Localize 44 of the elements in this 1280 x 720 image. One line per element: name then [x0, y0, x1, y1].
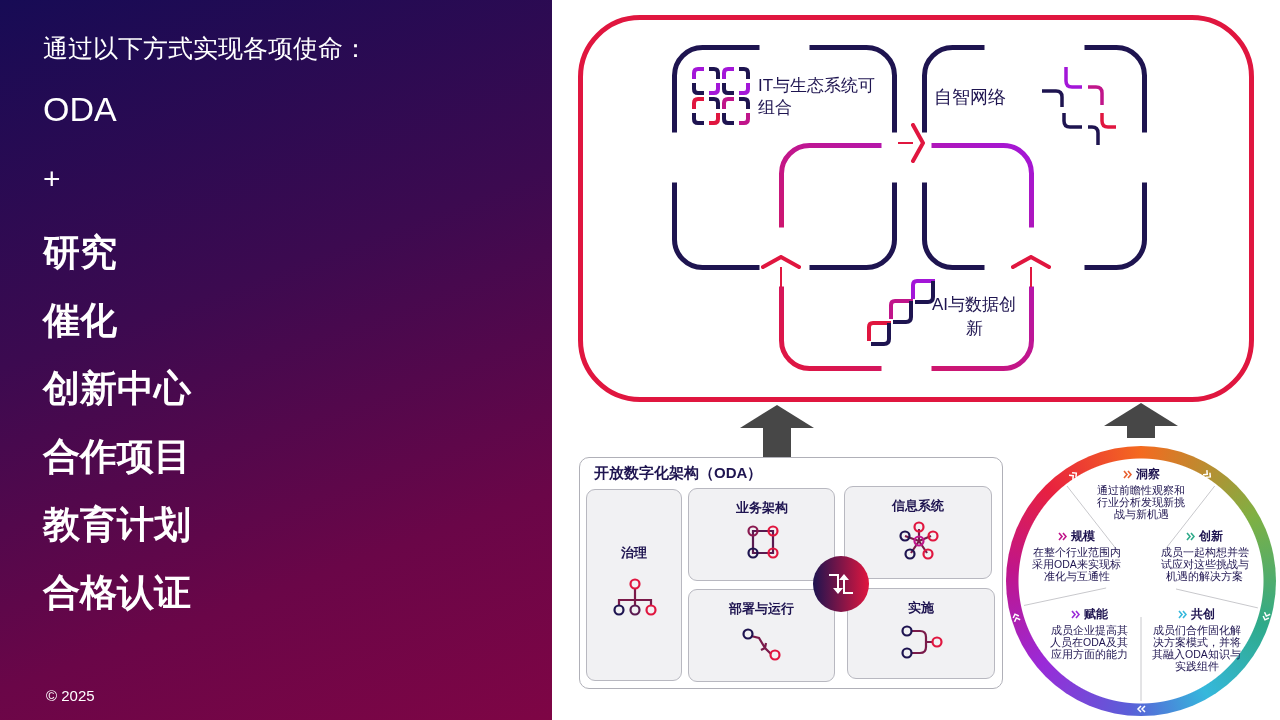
segment-title: 共创: [1191, 605, 1215, 623]
segment-text: 成员一起构想并尝试应对这些挑战与机遇的解决方案: [1159, 546, 1250, 582]
card-title: 治理: [620, 544, 648, 562]
segment-title: 创新: [1199, 527, 1223, 545]
segment-text: 在整个行业范围内采用ODA来实现标准化与互通性: [1031, 546, 1122, 582]
list-item: 催化: [43, 299, 117, 343]
segment-title: 洞察: [1135, 465, 1160, 483]
category-card: [688, 488, 835, 581]
list-item: 合作项目: [43, 435, 191, 479]
category-card: [688, 589, 835, 682]
category-card: [844, 486, 992, 579]
square-frame: [672, 45, 897, 270]
category-card: [847, 588, 995, 679]
square-frame: [779, 143, 1034, 371]
plus-sign: +: [43, 162, 61, 196]
square-frame: [922, 45, 1147, 270]
card-title: 业务架构: [734, 499, 789, 517]
heading-text: ODA: [43, 90, 117, 129]
segment-title: 赋能: [1083, 605, 1108, 623]
card-title: 信息系统: [890, 497, 945, 515]
block-arrow: [1104, 403, 1178, 438]
segment-text: 成员们合作固化解决方案模式，并将其融入ODA知识与实践组件: [1151, 624, 1242, 672]
copyright-text: © 2025: [46, 687, 95, 704]
chevron-arrow: [897, 123, 925, 163]
category-label: 自智网络: [934, 86, 1006, 109]
rounded-frame: [578, 15, 1254, 402]
segment-text: 通过前瞻性观察和行业分析发现新挑战与新机遇: [1097, 484, 1185, 520]
intro-text: 通过以下方式实现各项使命：: [43, 33, 368, 64]
category-label: AI与数据创新: [930, 294, 1018, 340]
segment-text: 成员企业提高其人员在ODA及其应用方面的能力: [1049, 624, 1129, 660]
list-item: 教育计划: [43, 503, 191, 547]
chevron-arrow: [1011, 255, 1051, 288]
list-item: 创新中心: [43, 367, 191, 411]
chevron-arrow: [761, 255, 801, 288]
list-item: 研究: [43, 231, 117, 275]
category-label: IT与生态系统可组合: [758, 75, 877, 119]
card-title: 实施: [907, 599, 935, 617]
category-card: [586, 489, 682, 681]
panel-card: [579, 457, 1003, 689]
card-title: 部署与运行: [728, 600, 795, 618]
block-arrow: [740, 405, 814, 457]
segment-title: 规模: [1071, 527, 1095, 545]
list-item: 合格认证: [43, 571, 191, 615]
panel-title: 开放数字化架构（ODA）: [594, 464, 763, 483]
